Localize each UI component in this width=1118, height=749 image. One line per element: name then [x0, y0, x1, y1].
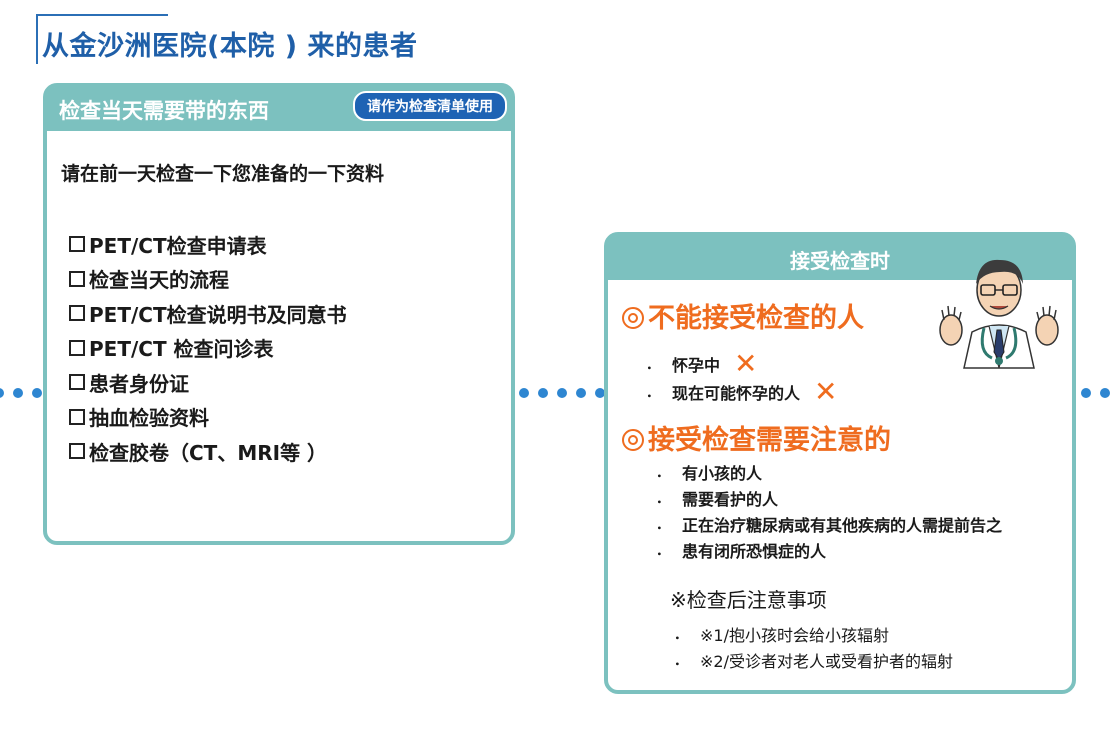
checkbox-icon	[69, 236, 85, 253]
checkbox-icon	[69, 374, 85, 391]
list-item-label: 正在治疗糖尿病或有其他疾病的人需提前告之	[682, 516, 1003, 535]
note-item-label: ※1/抱小孩时会给小孩辐射	[700, 626, 889, 645]
list-item-label: 需要看护的人	[682, 490, 779, 509]
checkbox-icon	[69, 443, 85, 460]
list-item-label: 患有闭所恐惧症的人	[682, 542, 827, 561]
checklist-card: 检查当天需要带的东西 请作为检查清单使用 请在前一天检查一下您准备的一下资料 P…	[43, 83, 515, 545]
list-item: ． 患有闭所恐惧症的人	[656, 538, 826, 562]
checklist-item: PET/CT 检查问诊表	[69, 331, 347, 366]
x-mark-icon: ✕	[814, 375, 838, 408]
list-item: ． 怀孕中 ✕	[646, 350, 757, 378]
exam-card-header: 接受检查时	[608, 236, 1072, 280]
page-title: 从金沙洲医院(本院 ) 来的患者	[42, 31, 418, 62]
list-item: ． 有小孩的人	[656, 460, 762, 484]
checklist-item: PET/CT检查申请表	[69, 227, 347, 262]
bullet-icon: ．	[646, 357, 660, 373]
list-item-label: 怀孕中	[672, 356, 721, 375]
list-item: ． 现在可能怀孕的人 ✕	[646, 378, 837, 406]
checklist: PET/CT检查申请表 检查当天的流程 PET/CT检查说明书及同意书 PET/…	[69, 227, 347, 469]
title-frame	[36, 14, 176, 64]
exam-card: 接受检查时 不能接受检查的人 ． 怀孕中 ✕ ． 现在可能怀孕的人	[604, 232, 1076, 694]
checklist-item-label: PET/CT 检查问诊表	[89, 337, 274, 362]
caution-title-text: 接受检查需要注意的	[648, 425, 891, 456]
bullet-icon: ．	[656, 543, 670, 559]
after-exam-notes-title: ※检查后注意事项	[670, 588, 827, 612]
checklist-item-label: 患者身份证	[89, 371, 189, 396]
double-circle-icon	[622, 306, 644, 329]
connector-dots-middle	[519, 388, 605, 398]
exam-card-title: 接受检查时	[790, 249, 890, 273]
checkbox-icon	[69, 270, 85, 287]
bullet-icon: ．	[656, 465, 670, 481]
doctor-illustration	[939, 259, 1059, 369]
checklist-item-label: PET/CT检查说明书及同意书	[89, 302, 347, 327]
note-item: ． ※2/受诊者对老人或受看护者的辐射	[674, 648, 953, 672]
checklist-instruction: 请在前一天检查一下您准备的一下资料	[61, 163, 385, 185]
list-item: ． 正在治疗糖尿病或有其他疾病的人需提前告之	[656, 512, 1002, 536]
checklist-item: PET/CT检查说明书及同意书	[69, 296, 347, 331]
checklist-item-label: 检查当天的流程	[89, 268, 229, 293]
checklist-item-label: PET/CT检查申请表	[89, 233, 267, 258]
caution-title: 接受检查需要注意的	[622, 418, 891, 457]
bullet-icon: ．	[656, 491, 670, 507]
list-item: ． 需要看护的人	[656, 486, 778, 510]
checklist-badge: 请作为检查清单使用	[353, 91, 507, 121]
list-item-label: 现在可能怀孕的人	[672, 384, 801, 403]
checklist-item: 检查胶卷（CT、MRI等 ）	[69, 434, 347, 469]
title-bar-vertical	[36, 14, 38, 64]
checklist-item: 患者身份证	[69, 365, 347, 400]
checklist-item-label: 抽血检验资料	[89, 406, 209, 431]
checkbox-icon	[69, 408, 85, 425]
double-circle-icon	[622, 428, 644, 451]
note-item-label: ※2/受诊者对老人或受看护者的辐射	[700, 652, 953, 671]
checklist-item: 检查当天的流程	[69, 262, 347, 297]
checklist-item-label: 检查胶卷（CT、MRI等 ）	[89, 440, 328, 465]
cannot-exam-title: 不能接受检查的人	[622, 296, 864, 335]
checklist-card-header: 检查当天需要带的东西 请作为检查清单使用	[47, 87, 511, 131]
note-item: ． ※1/抱小孩时会给小孩辐射	[674, 622, 889, 646]
cannot-exam-title-text: 不能接受检查的人	[648, 303, 864, 334]
x-mark-icon: ✕	[734, 347, 758, 380]
checkbox-icon	[69, 339, 85, 356]
checkbox-icon	[69, 305, 85, 322]
bullet-icon: ．	[656, 517, 670, 533]
list-item-label: 有小孩的人	[682, 464, 763, 483]
bullet-icon: ．	[674, 627, 688, 643]
bullet-icon: ．	[646, 385, 660, 401]
bullet-icon: ．	[674, 653, 688, 669]
checklist-item: 抽血检验资料	[69, 400, 347, 435]
connector-dots-right	[1081, 388, 1118, 398]
checklist-card-title: 检查当天需要带的东西	[59, 99, 269, 123]
title-bar-horizontal	[36, 14, 168, 16]
